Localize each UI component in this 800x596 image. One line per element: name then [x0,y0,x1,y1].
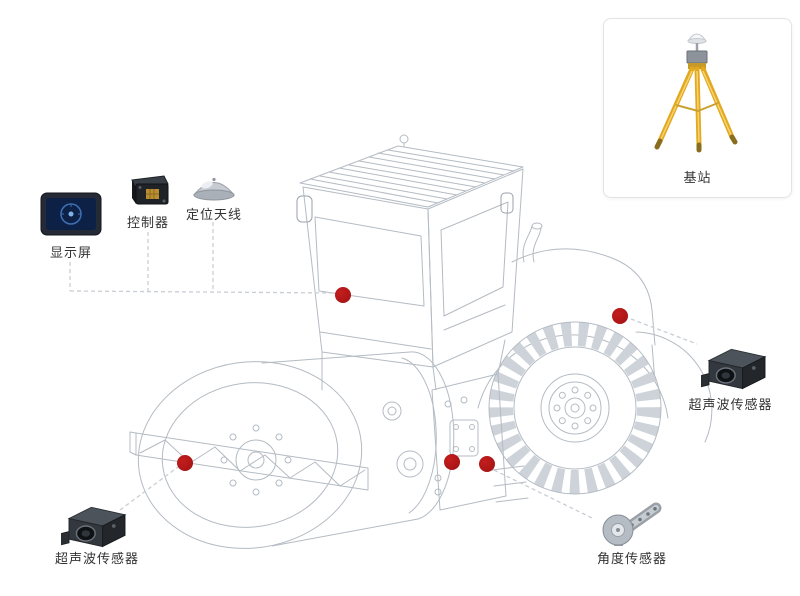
label-controller: 控制器 [126,215,169,230]
label-display: 显示屏 [49,245,92,260]
base-station-panel: 基站 [603,18,792,198]
ultrasonic-left-figure [58,498,136,559]
marker-drum [177,455,193,471]
ultrasonic-sensor-icon [61,506,127,548]
label-antenna: 定位天线 [185,207,242,222]
label-ultrasonic-left: 超声波传感器 [54,551,139,566]
marker-cab [335,287,351,303]
marker-frame-right [479,456,495,472]
rear-wheel [488,321,713,495]
base-station-tripod-icon [654,33,738,153]
label-angle-sensor: 角度传感器 [596,551,667,566]
positioning-antenna-icon [192,177,236,201]
angle-sensor-figure [592,496,670,553]
ultrasonic-right-figure [698,340,776,401]
ultrasonic-sensor-icon [701,348,767,390]
front-drum [129,351,455,549]
label-base-station: 基站 [683,170,712,185]
label-ultrasonic-right: 超声波传感器 [688,397,773,412]
antenna-figure [190,176,238,207]
marker-rear [612,308,628,324]
display-figure [40,192,102,241]
marker-frame-left [444,454,460,470]
display-icon [40,192,102,236]
angle-sensor-icon [602,502,662,546]
frame-yoke [321,339,529,511]
controller-figure [126,172,170,213]
controller-icon [131,175,169,205]
